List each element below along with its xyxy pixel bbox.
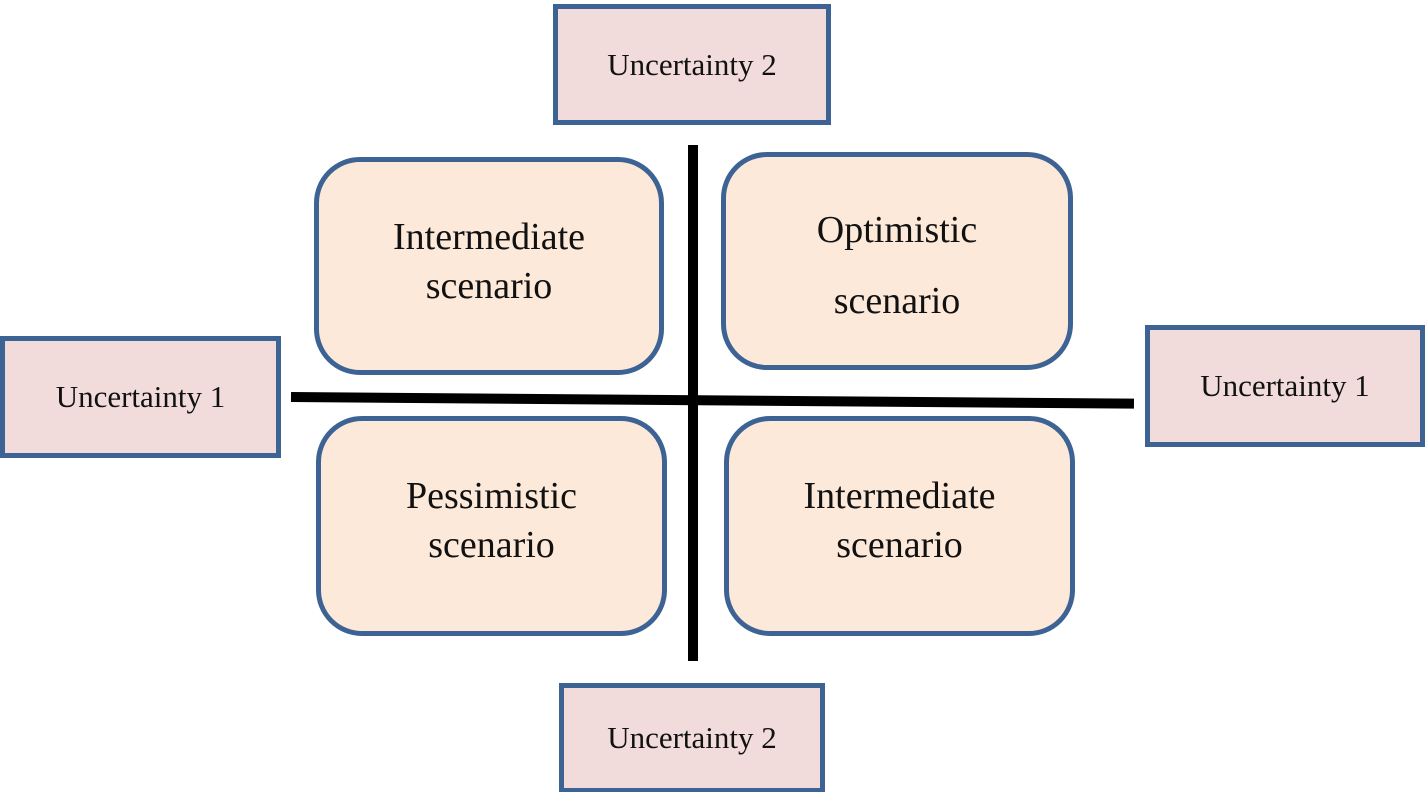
quadrant-bottom-right-line2: scenario <box>836 524 963 566</box>
quadrant-bottom-left: Pessimistic scenario <box>316 416 667 636</box>
quadrant-top-right-line1: Optimistic <box>816 209 978 251</box>
uncertainty-2-bottom-label: Uncertainty 2 <box>607 720 777 755</box>
quadrant-top-left-line2: scenario <box>425 265 553 307</box>
uncertainty-1-left-box: Uncertainty 1 <box>0 336 281 458</box>
uncertainty-2-top-label: Uncertainty 2 <box>607 46 777 82</box>
uncertainty-1-right-label: Uncertainty 1 <box>1200 368 1370 403</box>
quadrant-top-left-line1: Intermediate <box>392 216 585 258</box>
uncertainty-1-left-label: Uncertainty 1 <box>55 379 226 414</box>
horizontal-axis <box>290 392 1135 409</box>
quadrant-bottom-right: Intermediate scenario <box>724 416 1075 636</box>
quadrant-top-right: Optimistic scenario <box>721 152 1073 370</box>
uncertainty-2-bottom-box: Uncertainty 2 <box>559 683 825 792</box>
quadrant-top-left: Intermediate scenario <box>314 157 664 375</box>
uncertainty-1-right-box: Uncertainty 1 <box>1145 325 1425 447</box>
quadrant-bottom-left-line1: Pessimistic <box>405 475 578 517</box>
quadrant-bottom-right-line1: Intermediate <box>803 475 996 517</box>
uncertainty-2-top-box: Uncertainty 2 <box>553 4 831 125</box>
quadrant-top-right-line2: scenario <box>833 280 961 322</box>
quadrant-bottom-left-line2: scenario <box>428 524 555 566</box>
